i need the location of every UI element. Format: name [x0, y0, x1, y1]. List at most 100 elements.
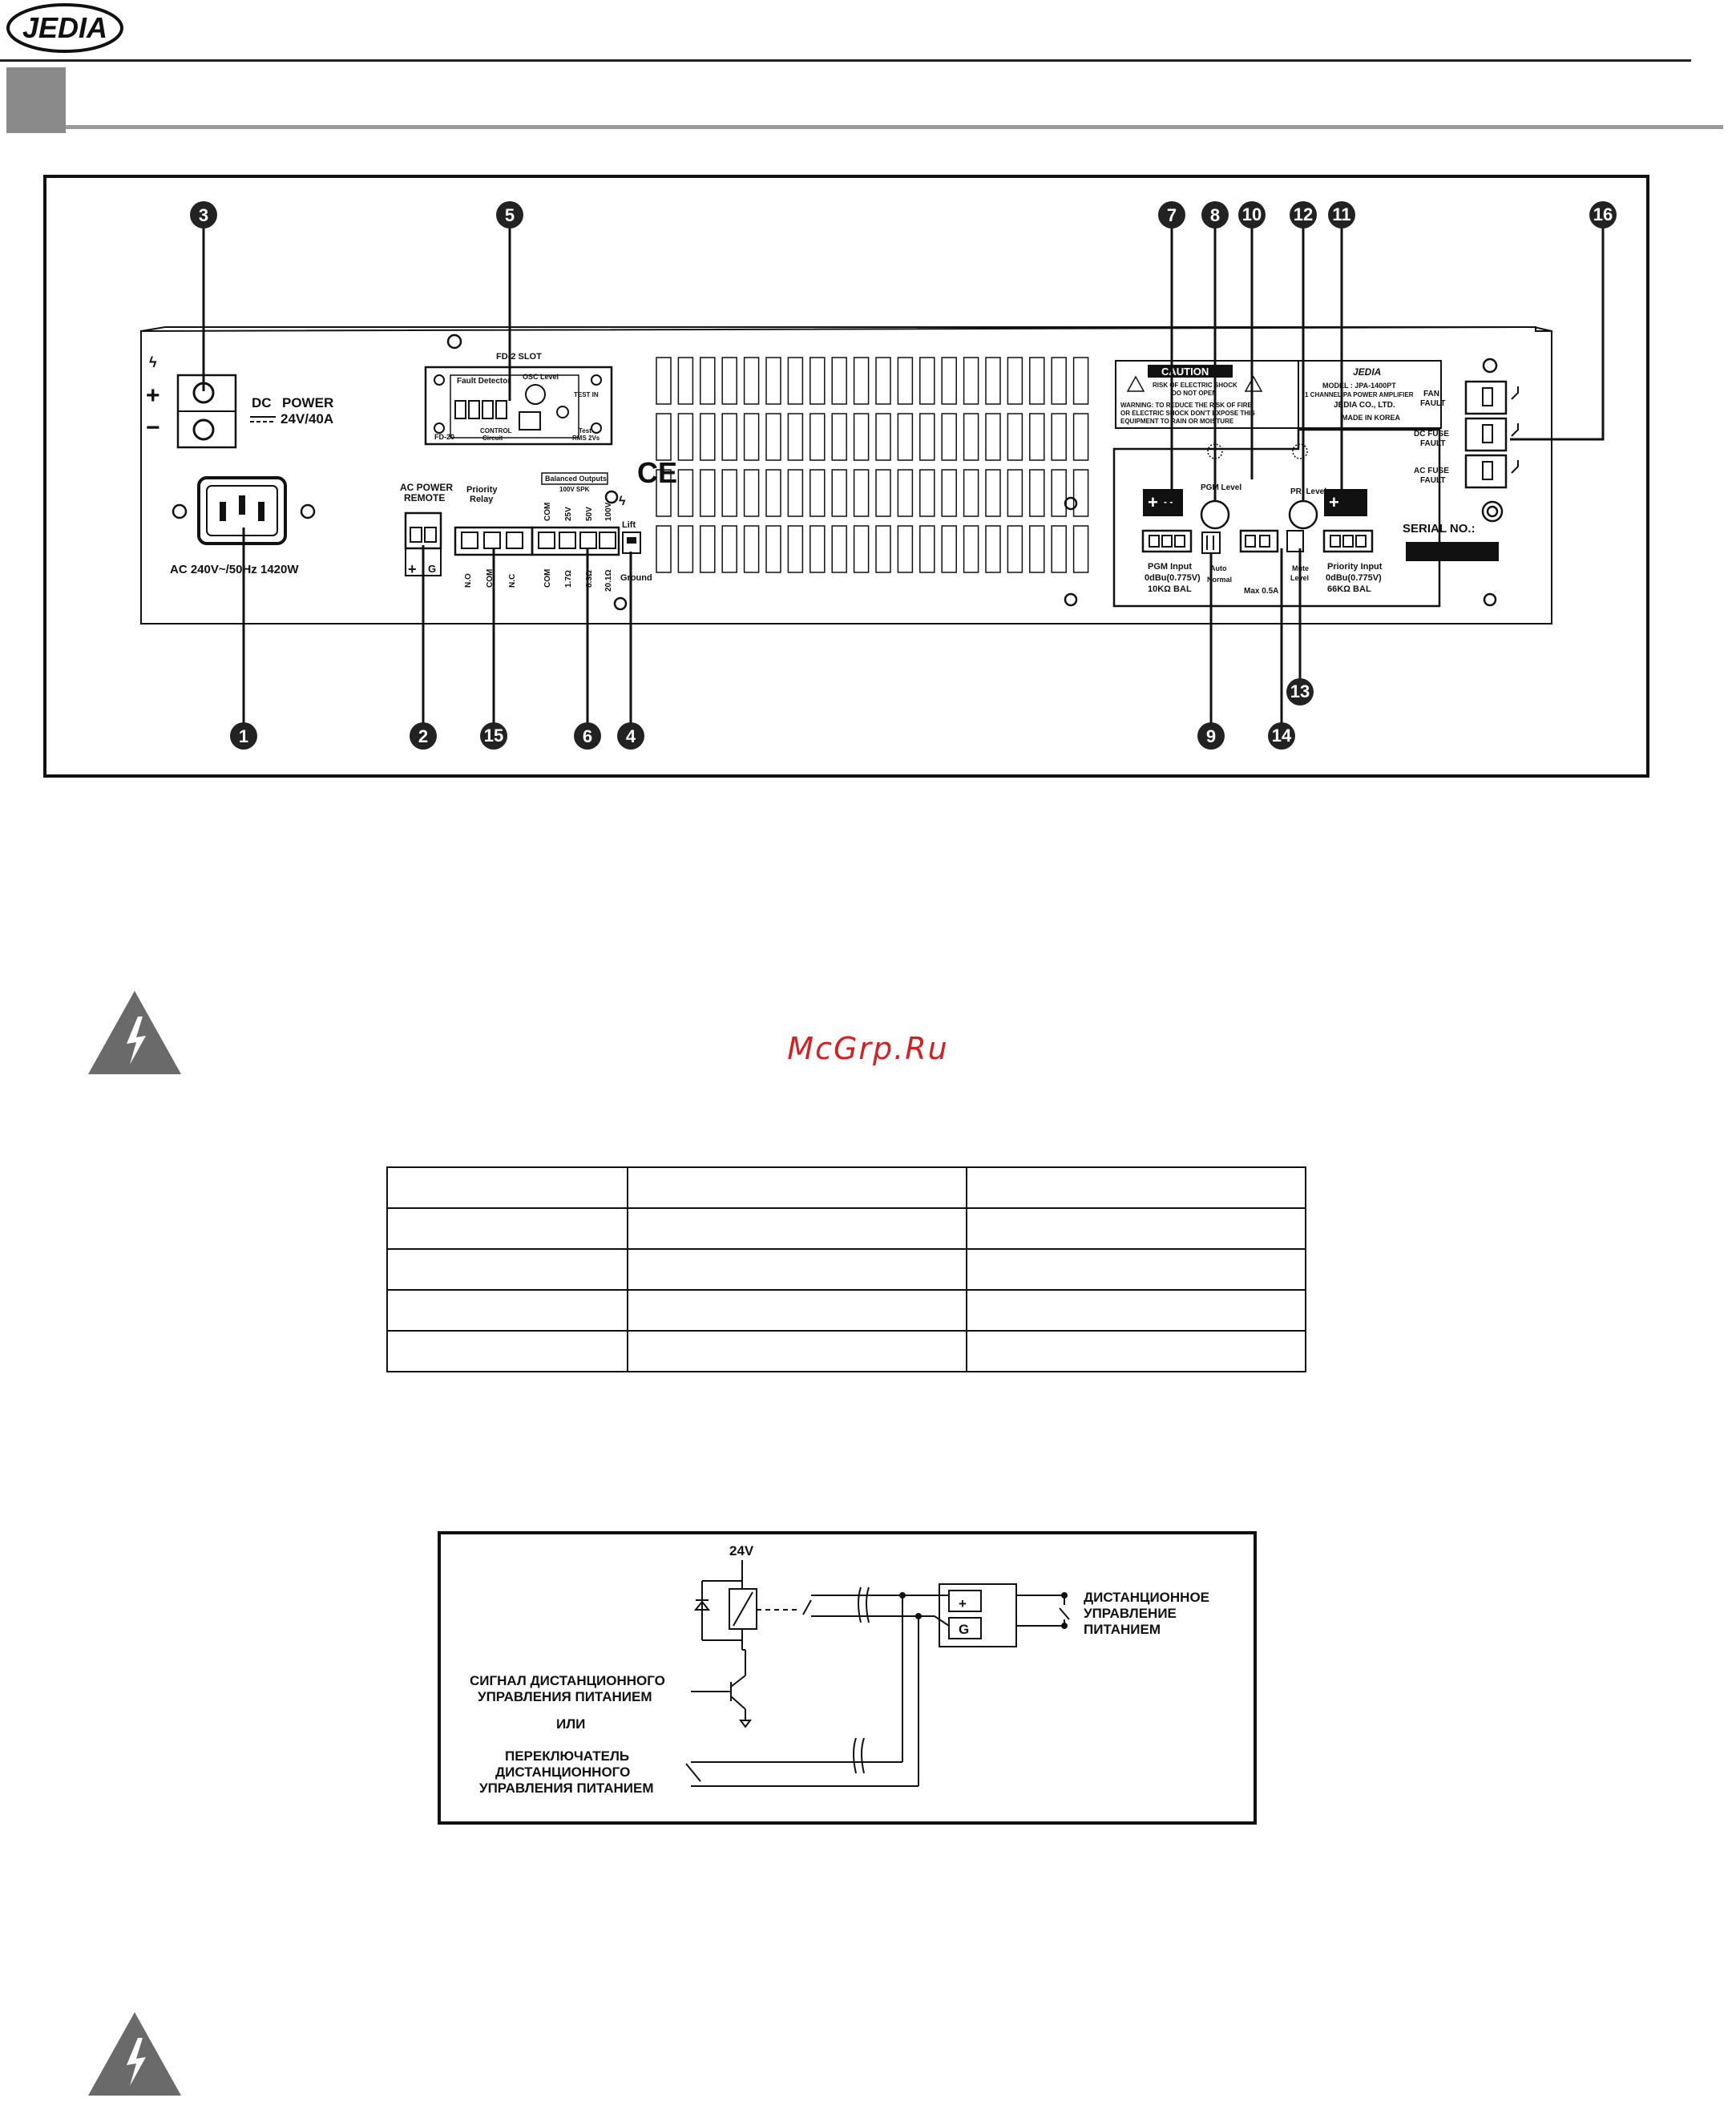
table-cell — [966, 1166, 1306, 1209]
vent-slot — [853, 525, 870, 573]
vent-slot — [941, 525, 957, 573]
svg-text:POWER: POWER — [282, 395, 333, 410]
callout-badge-2: 2 — [410, 722, 437, 750]
svg-text:COM: COM — [543, 569, 552, 588]
vent-slot — [787, 469, 804, 517]
svg-text:RMS 2Vs: RMS 2Vs — [572, 435, 600, 442]
vent-slot — [1029, 469, 1045, 517]
vent-slot — [919, 413, 935, 461]
table-cell — [966, 1207, 1306, 1250]
section-marker-block — [6, 67, 66, 133]
svg-text:ДИСТАНЦИОННОГО: ДИСТАНЦИОННОГО — [495, 1764, 630, 1780]
header-rule — [0, 59, 1691, 62]
svg-text:Fault Detector: Fault Detector — [457, 377, 511, 386]
fault-outputs: FAN FAULT DC FUSE FAULT AC FUSE FAULT — [1414, 380, 1519, 489]
callout-badge-11: 11 — [1328, 201, 1355, 228]
table-cell — [627, 1166, 967, 1209]
svg-text:14: 14 — [1272, 726, 1292, 746]
svg-text:EQUIPMENT TO RAIN OR MOISTURE: EQUIPMENT TO RAIN OR MOISTURE — [1120, 418, 1234, 425]
svg-text:AC FUSE: AC FUSE — [1414, 467, 1449, 475]
svg-text:Circuit: Circuit — [482, 435, 503, 442]
svg-text:+: + — [1329, 492, 1339, 512]
callout-badge-14: 14 — [1268, 722, 1295, 750]
callout-badge-4: 4 — [617, 722, 644, 750]
vent-slot — [897, 525, 914, 573]
vent-slot — [875, 525, 891, 573]
table-cell — [386, 1248, 628, 1291]
vent-slot — [1007, 413, 1023, 461]
svg-text:СИГНАЛ ДИСТАНЦИОННОГО: СИГНАЛ ДИСТАНЦИОННОГО — [470, 1673, 665, 1688]
svg-text:FAN: FAN — [1423, 390, 1439, 398]
vent-slot — [1072, 357, 1089, 405]
table-cell — [386, 1330, 628, 1372]
vent-slot — [897, 357, 914, 405]
callout-badge-13: 13 — [1286, 678, 1314, 705]
svg-text:FAULT: FAULT — [1420, 439, 1445, 448]
vent-slot — [721, 413, 737, 461]
vent-slot — [941, 469, 957, 517]
callout-badge-9: 9 — [1197, 722, 1225, 750]
ground-lift-switch: ϟ Lift Ground — [619, 495, 652, 583]
vent-slot — [985, 469, 1001, 517]
svg-text:Balanced Outputs: Balanced Outputs — [545, 475, 607, 483]
table-cell — [386, 1166, 628, 1209]
ventilation-slots — [656, 357, 1089, 573]
svg-text:24V/40A: 24V/40A — [281, 411, 333, 426]
vent-slot — [765, 525, 781, 573]
vent-slot — [677, 357, 694, 405]
svg-text:УПРАВЛЕНИЯ ПИТАНИЕМ: УПРАВЛЕНИЯ ПИТАНИЕМ — [479, 1781, 654, 1796]
vent-slot — [1051, 469, 1067, 517]
vent-slot — [765, 469, 781, 517]
vent-slot — [985, 525, 1001, 573]
svg-text:1 CHANNEL PA POWER AMPLIFIER: 1 CHANNEL PA POWER AMPLIFIER — [1305, 391, 1414, 398]
vent-slot — [897, 413, 914, 461]
svg-text:1.7Ω: 1.7Ω — [564, 570, 573, 588]
svg-text:+: + — [146, 382, 160, 409]
vent-slot — [700, 525, 716, 573]
svg-text:Ground: Ground — [620, 573, 652, 583]
vent-slot — [721, 357, 737, 405]
serial-label: SERIAL NO.: — [1403, 522, 1476, 536]
jedia-logo: JEDIA — [6, 3, 123, 53]
svg-text:RISK OF ELECTRIC SHOCK: RISK OF ELECTRIC SHOCK — [1153, 382, 1237, 389]
svg-text:4: 4 — [626, 726, 636, 746]
svg-text:OR ELECTRIC SHOCK DON'T EXPOSE: OR ELECTRIC SHOCK DON'T EXPOSE THIS — [1120, 410, 1255, 417]
vent-slot — [1051, 357, 1067, 405]
vent-slot — [677, 413, 694, 461]
svg-text:CONTROL: CONTROL — [480, 427, 512, 435]
svg-text:N.C: N.C — [508, 574, 517, 588]
svg-text:ϟ: ϟ — [619, 495, 626, 508]
vent-slot — [963, 525, 979, 573]
vent-slot — [743, 525, 760, 573]
svg-text:OSC Level: OSC Level — [523, 373, 559, 381]
svg-text:CAUTION: CAUTION — [1161, 366, 1209, 378]
svg-text:100V SPK: 100V SPK — [559, 486, 590, 493]
svg-text:+: + — [408, 561, 417, 577]
vent-slot — [787, 413, 804, 461]
svg-text:ИЛИ: ИЛИ — [556, 1716, 585, 1732]
svg-text:PRI Level: PRI Level — [1290, 487, 1326, 496]
svg-text:0dBu(0.775V): 0dBu(0.775V) — [1326, 573, 1382, 583]
svg-text:MADE IN KOREA: MADE IN KOREA — [1342, 414, 1401, 422]
svg-text:ПИТАНИЕМ: ПИТАНИЕМ — [1084, 1622, 1161, 1637]
vent-slot — [941, 413, 957, 461]
table-cell — [627, 1330, 967, 1372]
callout-badge-16: 16 — [1589, 201, 1617, 228]
vent-slot — [1072, 469, 1089, 517]
callout-badge-10: 10 — [1238, 201, 1266, 228]
vent-slot — [700, 413, 716, 461]
vent-slot — [919, 525, 935, 573]
vent-slot — [765, 413, 781, 461]
vent-slot — [787, 357, 804, 405]
callout-badge-3: 3 — [190, 201, 217, 228]
vent-slot — [809, 469, 826, 517]
svg-text:10: 10 — [1242, 204, 1262, 224]
vent-slot — [656, 525, 672, 573]
logo-text: JEDIA — [22, 11, 107, 44]
vent-slot — [721, 525, 737, 573]
svg-text:WARNING: TO REDUCE THE RISK OF: WARNING: TO REDUCE THE RISK OF FIRE — [1120, 402, 1253, 409]
table-row — [386, 1166, 1306, 1209]
svg-text:DC: DC — [252, 395, 272, 410]
svg-text:AC POWER: AC POWER — [400, 482, 453, 493]
svg-text:Max 0.5A: Max 0.5A — [1244, 587, 1278, 596]
